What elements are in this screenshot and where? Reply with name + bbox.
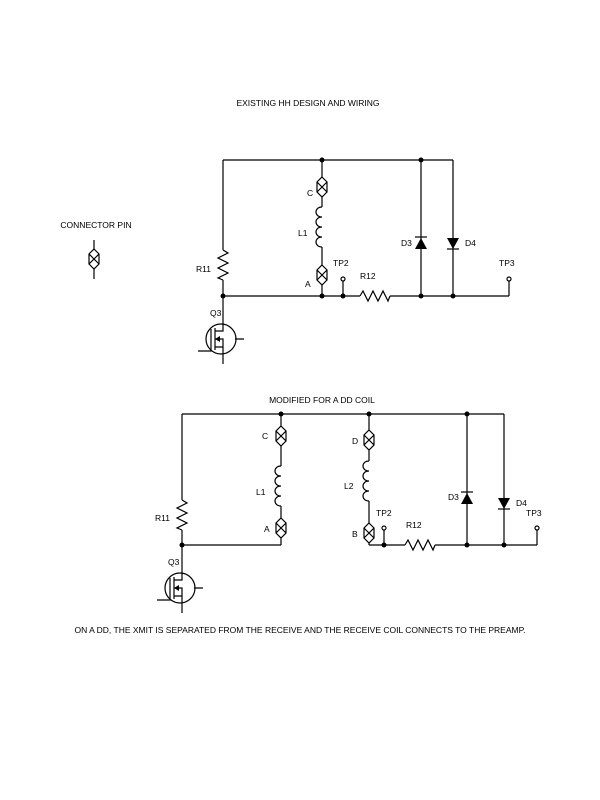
- footnote: ON A DD, THE XMIT IS SEPARATED FROM THE …: [74, 625, 525, 635]
- modified-label-q3: Q3: [168, 557, 180, 567]
- existing-d3-diode-icon: [415, 238, 427, 249]
- modified-label-l1: L1: [256, 487, 266, 497]
- modified-label-tp2: TP2: [376, 508, 392, 518]
- existing-r12-resistor: [359, 290, 391, 302]
- existing-label-d3: D3: [401, 238, 412, 248]
- modified-label-d: D: [352, 436, 358, 446]
- modified-l2-inductor: [362, 460, 370, 502]
- modified-label-r11: R11: [155, 513, 170, 523]
- modified-label-b: B: [352, 529, 358, 539]
- existing-label-q3: Q3: [210, 308, 222, 318]
- existing-d4-diode-icon: [447, 238, 459, 249]
- modified-r11-resistor: [176, 499, 188, 531]
- existing-label-tp3: TP3: [499, 258, 515, 268]
- modified-l1-inductor: [274, 465, 282, 507]
- existing-label-a: A: [305, 279, 311, 289]
- modified-q3-mosfet-icon: [156, 562, 204, 614]
- existing-tp2-testpoint: [340, 276, 346, 282]
- modified-tp2-testpoint: [381, 525, 387, 531]
- existing-connector-c-icon: [316, 176, 328, 198]
- existing-l1-inductor: [315, 206, 323, 248]
- modified-connector-d-icon: [363, 429, 375, 451]
- modified-connector-a-icon: [275, 517, 287, 539]
- title-existing: EXISTING HH DESIGN AND WIRING: [236, 98, 379, 108]
- existing-connector-a-icon: [316, 264, 328, 286]
- modified-label-l2: L2: [344, 481, 354, 491]
- existing-circuit: R11 R12 C L1 A TP2 D3 D4: [196, 157, 515, 365]
- existing-q3-mosfet-icon: [197, 313, 245, 365]
- existing-tp3-testpoint: [506, 276, 512, 282]
- existing-label-c: C: [307, 188, 313, 198]
- modified-tp3-testpoint: [534, 525, 540, 531]
- modified-r12-resistor: [404, 539, 436, 551]
- existing-label-r12: R12: [360, 271, 376, 281]
- modified-label-tp3: TP3: [526, 508, 542, 518]
- existing-label-d4: D4: [465, 238, 476, 248]
- modified-label-d4: D4: [516, 498, 527, 508]
- modified-label-r12: R12: [406, 520, 422, 530]
- existing-label-tp2: TP2: [333, 258, 349, 268]
- modified-d4-diode-icon: [498, 498, 510, 509]
- existing-r11-resistor: [217, 249, 229, 281]
- modified-connector-c-icon: [275, 425, 287, 447]
- legend-connector-pin-icon: [88, 240, 100, 279]
- modified-circuit: R11 C L1 A D L2 B R12 T: [155, 411, 542, 614]
- modified-d3-diode-icon: [461, 493, 473, 504]
- existing-label-l1: L1: [298, 228, 308, 238]
- modified-label-d3: D3: [448, 492, 459, 502]
- modified-label-a: A: [264, 524, 270, 534]
- legend-title: CONNECTOR PIN: [60, 220, 131, 230]
- modified-connector-b-icon: [363, 522, 375, 544]
- modified-label-c: C: [262, 431, 268, 441]
- existing-label-r11: R11: [196, 264, 211, 274]
- title-modified: MODIFIED FOR A DD COIL: [269, 395, 375, 405]
